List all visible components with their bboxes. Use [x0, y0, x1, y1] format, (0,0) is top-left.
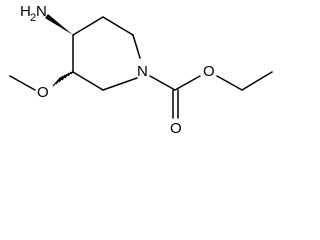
ring-bond-c2-c3 [72, 71, 104, 91]
chemical-structure: H 2 N O N O O [9, 3, 273, 137]
bond-ethyl-ch2-ch3 [241, 71, 273, 91]
ester-oxygen-label: O [203, 63, 215, 80]
ring-bond-c6-n1 [132, 34, 141, 59]
ring-bond-c5-c6 [102, 16, 134, 36]
amine-group-label: H 2 N [20, 3, 47, 24]
ring-bond-c4-c5 [72, 16, 104, 36]
stereo-hashed-wedge [52, 70, 74, 87]
bond-o-methyl [9, 75, 36, 91]
carbonyl-oxygen-label: O [170, 120, 182, 137]
stereo-bold-wedge [45, 14, 73, 35]
methoxy-oxygen-label: O [37, 84, 49, 101]
amine-h-count: 2 [30, 12, 36, 24]
amine-n-label: N [36, 3, 47, 20]
ring-bond-n1-c2 [102, 77, 138, 91]
bond-carbonyl-ester-o [174, 75, 201, 91]
bond-n1-carbonyl [149, 75, 176, 91]
amine-h-label: H [20, 3, 31, 20]
bond-o-ethyl-ch2 [216, 75, 243, 91]
ring-nitrogen-label: N [137, 63, 148, 80]
